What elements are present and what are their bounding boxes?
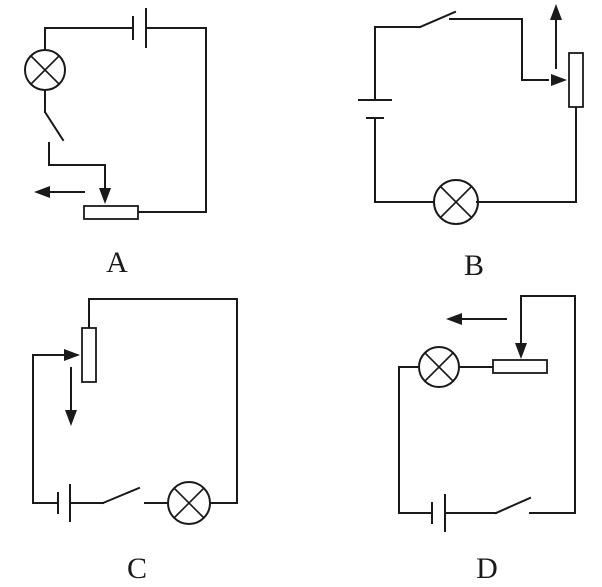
circuit-a-wires <box>44 27 207 213</box>
circuit-d-direction-arrow <box>446 313 507 325</box>
circuit-d-rheostat <box>492 359 548 374</box>
circuit-a-lamp <box>24 49 66 91</box>
circuit-a-switch <box>43 110 65 142</box>
circuit-b: B <box>358 4 584 282</box>
circuit-d-lamp <box>418 346 460 388</box>
circuit-d: D <box>398 295 576 585</box>
circuit-c-switch <box>101 486 141 505</box>
circuit-d-switch <box>494 496 532 515</box>
circuit-b-lamp <box>433 179 479 225</box>
circuit-c-direction-arrow <box>65 367 77 426</box>
circuit-c-battery <box>57 484 71 522</box>
circuit-b-label: B <box>464 249 484 282</box>
circuit-c-rheostat <box>81 327 97 383</box>
circuit-d-label: D <box>476 552 498 585</box>
circuit-c-lamp <box>167 481 211 525</box>
circuit-d-battery <box>431 494 446 532</box>
circuit-c-wires <box>32 298 238 504</box>
circuit-b-switch <box>418 10 457 29</box>
circuit-c-label: C <box>127 552 147 585</box>
circuit-c-slider-arrowhead <box>64 349 80 361</box>
circuit-b-battery <box>358 99 392 119</box>
circuit-b-slider-arrowhead <box>551 74 567 86</box>
circuit-b-rheostat <box>568 52 584 108</box>
circuit-c: C <box>32 298 238 585</box>
circuit-a-direction-arrow <box>34 186 85 198</box>
circuit-a-battery <box>132 8 147 48</box>
circuit-a: A <box>24 8 207 279</box>
circuit-d-slider-arrowhead <box>515 343 527 359</box>
circuit-a-rheostat <box>83 205 139 220</box>
circuit-d-wires <box>398 295 576 514</box>
circuit-b-direction-arrow <box>550 4 562 69</box>
circuit-b-wires <box>374 18 577 203</box>
circuit-a-slider-arrowhead <box>99 188 111 204</box>
circuit-a-label: A <box>106 246 128 279</box>
